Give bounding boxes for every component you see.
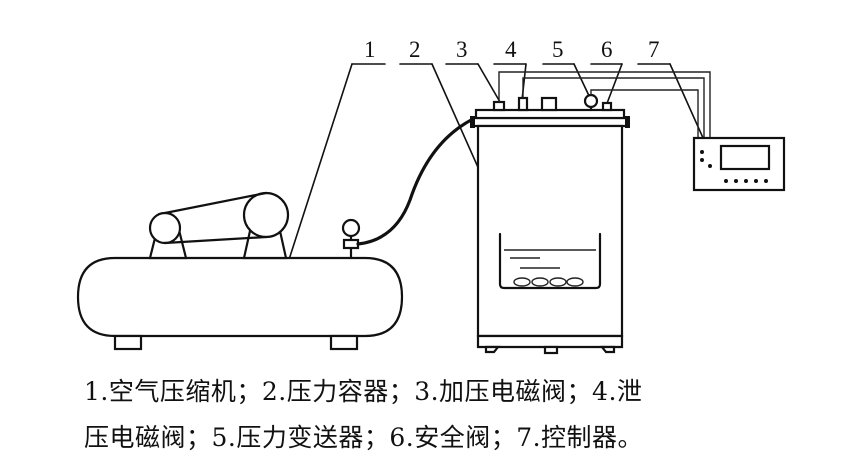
legend-line-1: 1.空气压缩机；2.压力容器；3.加压电磁阀；4.泄	[84, 377, 643, 406]
lid-fitting	[540, 96, 558, 112]
pressurizing-solenoid-valve	[492, 100, 506, 112]
callout-1: 1	[364, 37, 376, 62]
pressure-vessel	[470, 108, 630, 355]
callout-4: 4	[505, 37, 517, 62]
pressure-transmitter	[583, 93, 599, 112]
air-compressor	[76, 191, 404, 351]
signal-wires	[498, 71, 711, 138]
safety-valve	[601, 101, 613, 112]
callout-3: 3	[456, 37, 468, 62]
controller	[692, 136, 786, 192]
legend-line-2: 压电磁阀；5.压力变送器；6.安全阀；7.控制器。	[84, 423, 644, 452]
callout-2: 2	[409, 37, 421, 62]
callout-5: 5	[552, 37, 564, 62]
callout-7: 7	[648, 37, 660, 62]
air-hose	[356, 116, 477, 246]
callout-6: 6	[601, 37, 613, 62]
pressure-relief-solenoid-valve	[517, 96, 529, 112]
